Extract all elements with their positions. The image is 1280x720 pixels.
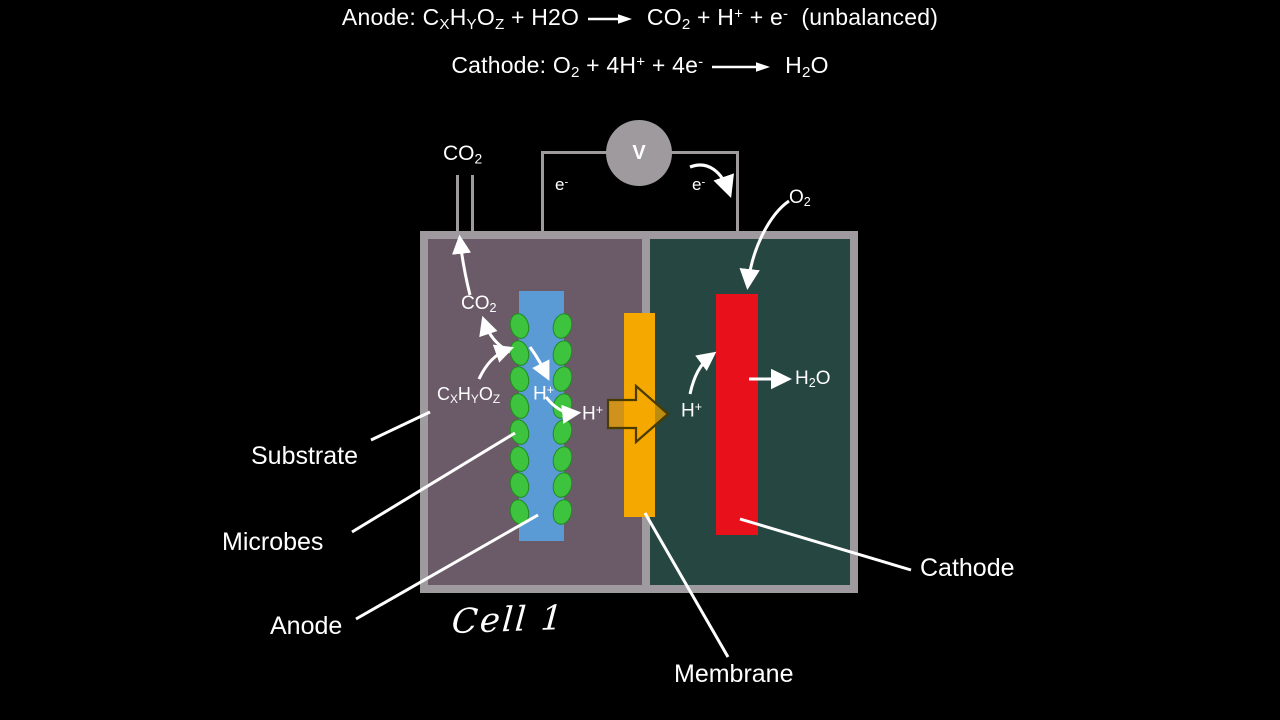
label-proton-cathode: H+ — [681, 400, 703, 422]
callout-membrane: Membrane — [674, 660, 794, 688]
cathode-electrode — [716, 294, 758, 535]
label-proton-transfer: H+ — [582, 403, 604, 425]
label-oxygen: O2 — [789, 187, 811, 210]
circuit-wire-top-right — [668, 151, 739, 154]
anode-equation: Anode: CXHYOZ + H2O CO2 + H+ + e- (unbal… — [341, 4, 939, 33]
cathode-equation-prefix: Cathode: — [451, 52, 553, 78]
circuit-wire-to-anode — [541, 151, 544, 296]
reaction-arrow-icon — [710, 53, 772, 80]
anode-equation-note: (unbalanced) — [801, 4, 939, 30]
cathode-equation: Cathode: O2 + 4H+ + 4e- H2O — [451, 52, 829, 81]
callout-microbes: Microbes — [222, 528, 324, 556]
co2-outlet-tube-right — [471, 175, 474, 233]
anode-equation-prefix: Anode: — [341, 4, 423, 30]
label-water: H2O — [795, 368, 831, 391]
circuit-wire-to-cathode — [736, 151, 739, 299]
callout-cathode: Cathode — [920, 554, 1015, 582]
label-co2-inner: CO2 — [461, 293, 497, 316]
label-proton-anode: H+ — [533, 383, 555, 405]
callout-substrate: Substrate — [251, 442, 359, 470]
label-electron-left: e- — [555, 175, 569, 194]
co2-outlet-tube-left — [456, 175, 459, 233]
label-substrate-formula: CXHYOZ — [437, 384, 501, 406]
proton-exchange-membrane — [624, 313, 655, 517]
voltmeter: V — [606, 120, 672, 186]
circuit-wire-top-left — [542, 151, 610, 154]
label-co2-outlet: CO2 — [443, 142, 483, 167]
callout-anode: Anode — [270, 612, 343, 640]
reaction-arrow-icon — [586, 5, 634, 32]
label-electron-right: e- — [692, 175, 706, 194]
handwritten-cell-label: Cell 1 — [450, 598, 566, 642]
voltmeter-label: V — [632, 141, 646, 164]
